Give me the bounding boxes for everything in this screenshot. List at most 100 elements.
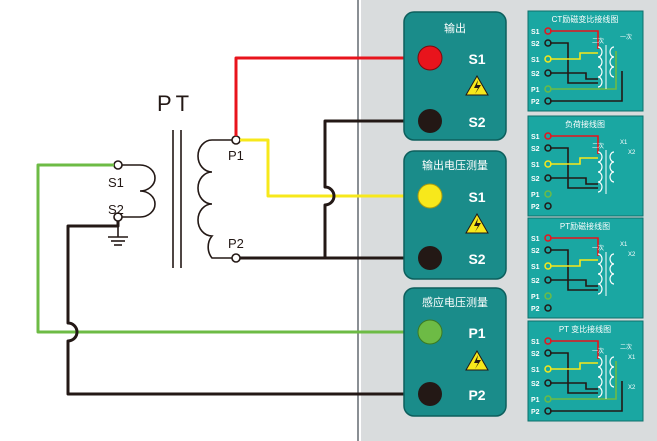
thumbnail-coil — [609, 46, 615, 78]
primary-label-s1: S1 — [108, 175, 124, 190]
thumbnail-terminal — [544, 69, 552, 77]
thumbnail-terminal — [544, 262, 552, 270]
thumbnail-terminal — [544, 27, 552, 35]
secondary-label-p1: P1 — [228, 148, 244, 163]
thumbnail-terminal — [544, 174, 552, 182]
thumbnail-coil-label: X2 — [628, 150, 636, 156]
thumbnail-terminal — [544, 395, 552, 403]
thumbnail-coil-label: X2 — [628, 252, 636, 258]
thumbnail-wire — [550, 147, 598, 189]
thumbnail-terminal-label: S1 — [531, 29, 540, 36]
thumbnail-coil-label: X1 — [620, 242, 628, 248]
thumbnail-coil — [609, 151, 615, 183]
secondary-terminal-p2 — [231, 253, 241, 263]
thumbnail-terminal-label: S2 — [531, 351, 540, 358]
thumbnail-terminal — [544, 337, 552, 345]
thumbnail-terminal — [544, 407, 552, 415]
thumbnail-coil-label: X1 — [620, 140, 628, 146]
module-title: 输出电压测量 — [422, 158, 488, 172]
pt-core — [172, 130, 182, 268]
secondary-label-p2: P2 — [228, 236, 244, 251]
thumbnail-terminal — [544, 85, 552, 93]
output-voltage-module: 输出电压测量 S1 S2 — [403, 150, 507, 280]
primary-label-s2: S2 — [108, 202, 124, 217]
thumbnail-terminal — [544, 160, 552, 168]
thumbnail-terminal — [544, 132, 552, 140]
wire-green — [36, 163, 430, 334]
thumbnail-coil — [597, 356, 603, 398]
thumbnail-terminal-label: S1 — [531, 236, 540, 243]
warning-icon — [465, 350, 489, 371]
thumbnail-coil — [609, 356, 615, 388]
primary-terminal-s1 — [113, 160, 123, 170]
thumbnail-terminal-label: P1 — [531, 87, 540, 94]
thumbnail-terminal — [544, 97, 552, 105]
module-terminal-label: S2 — [468, 114, 485, 130]
thumbnail-terminal-label: S2 — [531, 278, 540, 285]
thumbnail-terminal — [544, 304, 552, 312]
thumbnail-terminal — [544, 55, 552, 63]
thumbnail-coil-label: 二次 — [620, 343, 632, 351]
thumbnail-coil-label: 二次 — [592, 37, 604, 45]
module-terminal-label: P1 — [468, 325, 485, 341]
thumbnail-wire — [550, 42, 598, 84]
thumbnail-terminal-label: S1 — [531, 367, 540, 374]
thumbnail-terminal — [544, 246, 552, 254]
thumbnail-terminal-label: P2 — [531, 99, 540, 106]
thumbnail-coil — [597, 46, 603, 88]
thumbnail-wire — [550, 72, 598, 80]
module-title: 输出 — [444, 21, 466, 35]
wire-yellow — [240, 138, 430, 198]
thumbnail-title: PT励磁接线图 — [560, 221, 610, 231]
wire-black-p2 — [66, 221, 430, 396]
module-terminal-label: S1 — [468, 51, 485, 67]
wire-black-s2 — [240, 119, 430, 260]
thumbnail-title: CT励磁变比接线图 — [552, 14, 619, 24]
thumbnail-terminal-label: P1 — [531, 397, 540, 404]
terminal-jack-s1[interactable] — [417, 45, 443, 71]
thumbnail-terminal — [544, 292, 552, 300]
thumbnail-terminal-label: P1 — [531, 294, 540, 301]
thumbnail-coil-label: 一次 — [620, 33, 632, 41]
thumbnail-wire — [550, 135, 599, 154]
thumbnail-terminal-label: S1 — [531, 162, 540, 169]
module-terminal-label: P2 — [468, 387, 485, 403]
terminal-jack-s2[interactable] — [418, 246, 442, 270]
thumbnail-wire — [550, 352, 598, 394]
thumbnail-terminal — [544, 349, 552, 357]
thumbnail-coil — [597, 253, 603, 295]
secondary-terminal-p1 — [231, 135, 241, 145]
thumbnail-terminal-label: S2 — [531, 381, 540, 388]
thumbnail-terminal — [544, 379, 552, 387]
module-terminal-label: S2 — [468, 251, 485, 267]
module-terminal-label: S1 — [468, 189, 485, 205]
thumbnail-terminal-label: S2 — [531, 146, 540, 153]
warning-icon — [465, 213, 489, 234]
thumbnail-coil-label: X1 — [628, 355, 636, 361]
terminal-jack-p1[interactable] — [417, 319, 443, 345]
thumbnail-terminal — [544, 365, 552, 373]
thumbnail-terminal — [544, 234, 552, 242]
thumbnail-wire — [550, 52, 598, 60]
thumbnail-wire — [550, 157, 598, 165]
terminal-jack-s1[interactable] — [417, 183, 443, 209]
thumbnail-terminal-label: P2 — [531, 409, 540, 416]
thumbnail-terminal-label: S2 — [531, 248, 540, 255]
primary-coil — [118, 164, 156, 218]
thumbnail-terminal-label: P2 — [531, 204, 540, 211]
terminal-jack-s2[interactable] — [418, 109, 442, 133]
thumbnail-terminal — [544, 190, 552, 198]
thumbnail-terminal — [544, 202, 552, 210]
thumbnail-wire — [550, 177, 598, 185]
thumbnail-wire — [550, 249, 598, 291]
thumbnail-terminal — [544, 39, 552, 47]
thumbnail-coil-label: X2 — [628, 385, 636, 391]
thumbnail-coil-label: 二次 — [592, 142, 604, 150]
terminal-jack-p2[interactable] — [418, 382, 442, 406]
thumbnail-wire — [550, 71, 623, 102]
